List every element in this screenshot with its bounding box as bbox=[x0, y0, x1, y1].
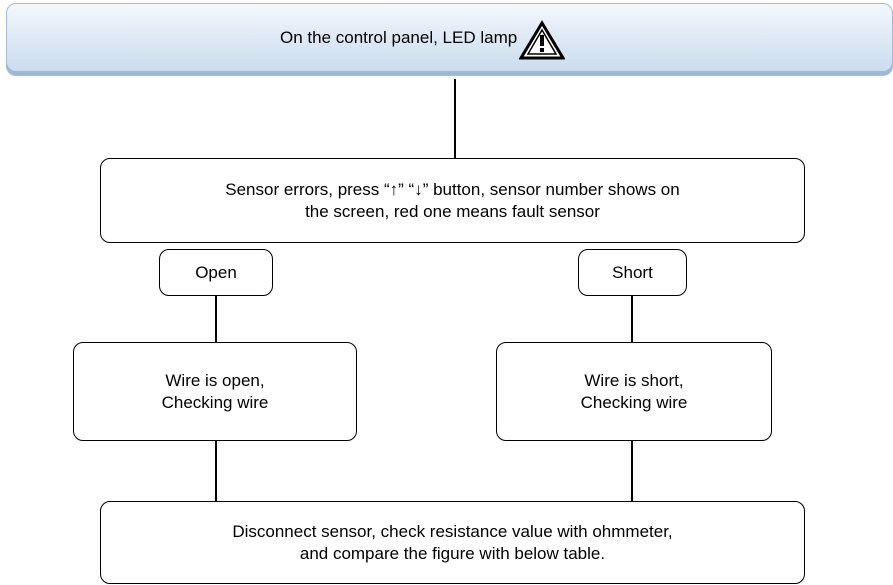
short-label-box: Short bbox=[578, 249, 687, 296]
sensor-errors-box: Sensor errors, press “↑” “↓” button, sen… bbox=[100, 158, 805, 243]
connector-wire-open-to-disconnect bbox=[215, 441, 217, 501]
wire-open-box: Wire is open, Checking wire bbox=[73, 342, 357, 441]
disconnect-text: Disconnect sensor, check resistance valu… bbox=[232, 521, 673, 563]
connector-open-to-wire-open bbox=[215, 296, 217, 342]
sensor-errors-text: Sensor errors, press “↑” “↓” button, sen… bbox=[225, 179, 680, 221]
connector-wire-short-to-disconnect bbox=[631, 441, 633, 501]
connector-short-to-wire-short bbox=[631, 296, 633, 342]
wire-short-box: Wire is short, Checking wire bbox=[496, 342, 772, 441]
top-banner bbox=[6, 3, 893, 76]
top-banner-text: On the control panel, LED lamp bbox=[280, 28, 518, 47]
disconnect-box: Disconnect sensor, check resistance valu… bbox=[100, 501, 805, 584]
open-label-box: Open bbox=[159, 249, 273, 296]
connector-banner-to-errors bbox=[454, 79, 456, 158]
short-label-text: Short bbox=[612, 262, 653, 282]
top-banner-content: On the control panel, LED lamp bbox=[280, 20, 566, 60]
open-label-text: Open bbox=[195, 262, 237, 282]
wire-short-text: Wire is short, Checking wire bbox=[580, 370, 688, 412]
warning-triangle-icon bbox=[519, 20, 566, 60]
wire-open-text: Wire is open, Checking wire bbox=[161, 370, 269, 412]
